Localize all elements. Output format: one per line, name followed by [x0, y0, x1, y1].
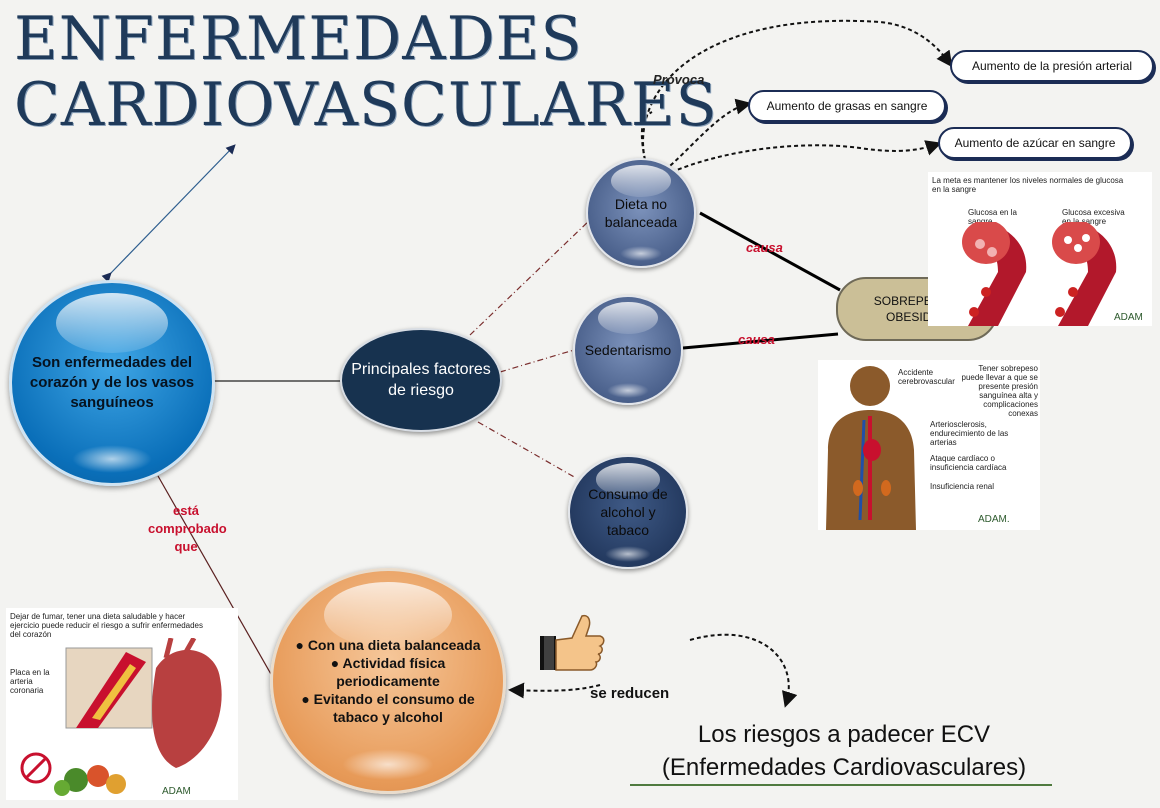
- se-reducen-label: se reducen: [590, 685, 670, 702]
- effect-grasas: Aumento de grasas en sangre: [748, 90, 946, 122]
- dieta-circle: Dieta no balanceada: [586, 158, 696, 268]
- causa-label-2: causa: [738, 332, 775, 347]
- reduce-item: ● Actividad física periodicamente: [330, 655, 446, 689]
- factors-node: Principales factores de riesgo: [340, 328, 502, 432]
- effect-grasas-label: Aumento de grasas en sangre: [766, 99, 928, 113]
- glucose-caption: La meta es mantener los niveles normales…: [932, 176, 1124, 194]
- comprobado-label: está comprobado que: [148, 503, 227, 554]
- sedentarismo-label: Sedentarismo: [584, 342, 672, 358]
- body-label-1: Accidente cerebrovascular: [898, 368, 955, 386]
- causa-label-1: causa: [746, 240, 783, 255]
- body-silhouette: [826, 366, 916, 530]
- body-label-4: Ataque cardíaco o insuficiencia cardíaca: [930, 454, 1007, 472]
- bottom-line-1: Los riesgos a padecer ECV: [697, 721, 991, 748]
- dieta-label: Dieta no balanceada: [604, 196, 678, 230]
- title-line-2: CARDIOVASCULARES: [14, 70, 718, 140]
- consumo-label: Consumo de alcohol y tabaco: [588, 486, 668, 538]
- bottom-line-2: (Enfermedades Cardiovasculares): [661, 754, 1027, 781]
- bottom-underline: [630, 784, 1052, 786]
- blood-vessel-illustration: [962, 222, 1117, 326]
- title-line-1: ENFERMEDADES: [14, 4, 583, 74]
- body-label-5: Insuficiencia renal: [930, 482, 995, 491]
- heart-caption: Dejar de fumar, tener una dieta saludabl…: [10, 612, 203, 639]
- bottom-conclusion: Los riesgos a padecer ECV (Enfermedades …: [636, 718, 1052, 784]
- heart-image: Dejar de fumar, tener una dieta saludabl…: [6, 608, 238, 800]
- body-image: Accidente cerebrovascular Tener sobrepes…: [818, 360, 1040, 530]
- sedentarismo-circle: Sedentarismo: [573, 295, 683, 405]
- effect-azucar: Aumento de azúcar en sangre: [938, 127, 1132, 159]
- heart-plaque-label: Placa en la arteria coronaria: [10, 668, 50, 695]
- reduce-item: ● Evitando el consumo de tabaco y alcoho…: [301, 691, 475, 725]
- provoca-label: Provoca: [653, 72, 705, 87]
- consumo-circle: Consumo de alcohol y tabaco: [568, 455, 688, 569]
- heart-brand: ADAM: [162, 786, 191, 797]
- effect-presion-label: Aumento de la presión arterial: [971, 59, 1133, 73]
- factors-label: Principales factores de riesgo: [351, 361, 491, 399]
- thumbs-up-icon: [540, 614, 605, 671]
- glucose-brand: ADAM: [1114, 312, 1143, 323]
- glucose-image: La meta es mantener los niveles normales…: [928, 172, 1152, 326]
- main-circle-label: Son enfermedades del corazón y de los va…: [29, 354, 195, 411]
- heart-illustration: [20, 638, 222, 796]
- reduce-item: ● Con una dieta balanceada: [295, 637, 481, 653]
- page-title: ENFERMEDADES CARDIOVASCULARES: [14, 4, 718, 140]
- main-circle: Son enfermedades del corazón y de los va…: [9, 280, 215, 486]
- effect-presion: Aumento de la presión arterial: [950, 50, 1154, 82]
- effect-azucar-label: Aumento de azúcar en sangre: [954, 136, 1116, 150]
- reduce-circle: ● Con una dieta balanceada ● Actividad f…: [270, 568, 506, 794]
- body-label-3: Arteriosclerosis, endurecimiento de las …: [930, 420, 1009, 447]
- reduce-list: ● Con una dieta balanceada ● Actividad f…: [278, 636, 498, 726]
- body-label-2: Tener sobrepeso puede llevar a que se pr…: [961, 364, 1039, 418]
- body-brand: ADAM.: [978, 514, 1010, 525]
